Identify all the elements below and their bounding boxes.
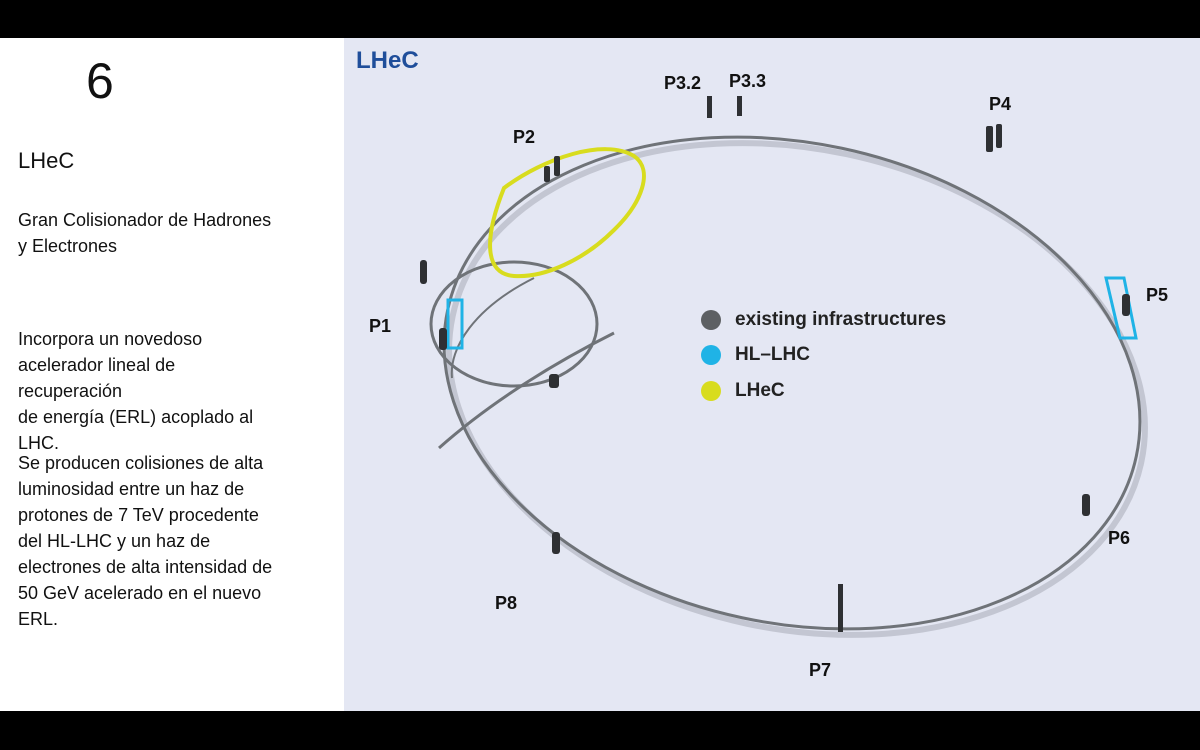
point-label-p5: P5	[1146, 285, 1169, 305]
point-label-p8: P8	[495, 593, 518, 613]
paragraph-line: de energía (ERL) acoplado al	[18, 407, 254, 427]
paragraph-line: electrones de alta intensidad de	[18, 557, 273, 577]
paragraph-2: Incorpora un novedoso acelerador lineal …	[18, 326, 338, 456]
point-label-p3-2: P3.2	[664, 73, 702, 93]
legend-label: existing infrastructures	[735, 309, 947, 330]
slide: 6 LHeC Gran Colisionador de Hadrones y E…	[0, 38, 1200, 711]
point-label-p6: P6	[1108, 528, 1131, 548]
legend-dot-gray-icon	[701, 310, 721, 330]
shaft-markers	[420, 96, 1130, 632]
paragraph-line: luminosidad entre un haz de	[18, 479, 245, 499]
transfer-line	[438, 331, 615, 450]
legend-existing-infrastructures: existing infrastructures	[701, 309, 946, 331]
legend-label: HL–LHC	[735, 344, 810, 365]
transfer-line-2	[450, 277, 535, 379]
shaft-p8	[552, 532, 560, 554]
paragraph-line: ERL.	[18, 609, 59, 629]
shaft-p33	[737, 96, 742, 116]
point-label-p2: P2	[513, 127, 536, 147]
paragraph-line: Incorpora un novedoso	[18, 329, 203, 349]
accelerator-ring-drawing	[420, 96, 1148, 638]
point-label-p4: P4	[989, 94, 1012, 114]
legend-lhec: LHeC	[701, 380, 785, 402]
slide-number: 6	[86, 53, 114, 109]
paragraph-line: del HL-LHC y un haz de	[18, 531, 211, 551]
point-label-p3-3: P3.3	[729, 71, 767, 91]
lhec-erl-racetrack	[488, 147, 646, 279]
legend-label: LHeC	[735, 380, 785, 401]
slide-heading: LHeC	[18, 148, 75, 173]
paragraph-line: LHC.	[18, 433, 60, 453]
shaft-p7	[838, 584, 843, 632]
shaft-p32	[707, 96, 712, 118]
text-panel: 6 LHeC Gran Colisionador de Hadrones y E…	[0, 38, 344, 711]
shaft-p5	[1122, 294, 1130, 316]
sps-ring	[429, 260, 599, 388]
legend-dot-cyan-icon	[701, 345, 721, 365]
paragraph-line: acelerador lineal de	[18, 355, 176, 375]
shaft-p6	[1082, 494, 1090, 516]
paragraph-line: 50 GeV acelerado en el nuevo	[18, 583, 262, 603]
paragraph-line: protones de 7 TeV procedente	[18, 505, 259, 525]
shaft-sps	[549, 374, 559, 388]
shaft-p1b	[439, 328, 447, 350]
legend-hl-lhc: HL–LHC	[701, 344, 810, 366]
shaft-p1	[420, 260, 427, 284]
shaft-p2b	[544, 166, 550, 182]
paragraph-1: Gran Colisionador de Hadrones y Electron…	[18, 207, 338, 259]
paragraph-line: recuperación	[18, 381, 123, 401]
point-label-p7: P7	[809, 660, 832, 680]
legend-dot-yellow-icon	[701, 381, 721, 401]
diagram-title: LHeC	[356, 47, 419, 74]
shaft-p2	[554, 156, 560, 176]
shaft-p4b	[996, 124, 1002, 148]
paragraph-line: Se producen colisiones de alta	[18, 453, 264, 473]
lhc-ring-shadow	[446, 140, 1148, 638]
hl-lhc-p5-marker	[1104, 276, 1138, 340]
paragraph-line: y Electrones	[18, 236, 118, 256]
paragraph-line: Gran Colisionador de Hadrones	[18, 210, 272, 230]
point-label-p1: P1	[369, 316, 392, 336]
paragraph-3: Se producen colisiones de alta luminosid…	[18, 450, 338, 632]
lhec-diagram: LHeC P1 P2 P3.2 P3.3 P4 P5 P6 P7 P8 exis…	[344, 38, 1200, 711]
hl-lhc-p1-marker	[446, 298, 464, 350]
shaft-p4	[986, 126, 993, 152]
